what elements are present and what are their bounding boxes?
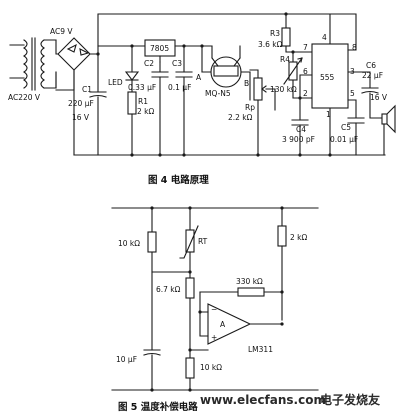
opamp-label: A (220, 320, 226, 329)
sensor-label: MQ-N5 (205, 89, 231, 98)
pin-1: 1 (326, 110, 331, 119)
watermark-brand: 电子发烧友 (320, 392, 380, 407)
comparator-label: LM311 (248, 345, 273, 354)
resistor-6k7 (185, 277, 195, 299)
pin-2: 2 (303, 89, 308, 98)
c4-value: 3 900 pF (282, 135, 315, 144)
c6-voltage: 16 V (370, 93, 388, 102)
regulator-label: 7805 (150, 44, 169, 53)
c5-value: 0.01 μF (330, 135, 358, 144)
c1-name: C1 (82, 85, 92, 94)
r-bottom-label: 10 kΩ (200, 363, 222, 372)
c1-value: 220 μF (68, 99, 94, 108)
opamp-minus: − (211, 305, 217, 314)
bridge-rectifier (55, 37, 91, 91)
sensor-pin-b: B (244, 79, 249, 88)
r-right-label: 2 kΩ (290, 233, 307, 242)
figure-4-circuit: AC220 V AC9 V C1 220 μF 16 V 7805 (8, 12, 396, 157)
c5-name: C5 (341, 123, 351, 132)
c6-name: C6 (366, 61, 376, 70)
cap-label: 10 μF (116, 355, 137, 364)
pin-5: 5 (350, 89, 355, 98)
pin-7: 7 (303, 43, 308, 52)
watermark-site: www.elecfans.com (200, 393, 326, 407)
rp-value: 2.2 kΩ (228, 113, 253, 122)
resistor-10k-top (147, 231, 157, 253)
c4-name: C4 (296, 125, 306, 134)
potentiometer-rp (253, 77, 263, 101)
pin-6: 6 (303, 67, 308, 76)
rp-name: Rp (245, 103, 255, 112)
r1-name: R1 (138, 97, 148, 106)
r4-value: 130 kΩ (270, 85, 297, 94)
r3-name: R3 (270, 29, 280, 38)
resistor-10k-bottom (185, 357, 195, 379)
transformer (9, 37, 57, 91)
watermark: www.elecfans.com 电子发烧友 (200, 392, 380, 407)
comparator-lm311 (207, 303, 252, 345)
timer-label: 555 (320, 73, 335, 82)
gas-sensor-mq-n5 (201, 45, 251, 88)
c2-value: 0.33 μF (128, 83, 156, 92)
r3-value: 3.6 kΩ (258, 40, 283, 49)
c2-name: C2 (144, 59, 154, 68)
figure-5-circuit: 10 kΩ RT 6.7 kΩ 2 kΩ A − + LM311 330 kΩ (111, 206, 319, 392)
secondary-label: AC9 V (50, 27, 73, 36)
r-top-left-label: 10 kΩ (118, 239, 140, 248)
opamp-plus: + (211, 333, 217, 342)
capacitor-c1 (89, 53, 107, 156)
resistor-330k (237, 287, 265, 297)
r-mid-label: 6.7 kΩ (156, 285, 181, 294)
r1-value: 2 kΩ (137, 107, 154, 116)
r4-name: R4 (280, 55, 290, 64)
c1-voltage: 16 V (72, 113, 90, 122)
rt-label: RT (198, 237, 208, 246)
c3-value: 0.1 μF (168, 83, 191, 92)
resistor-r1 (127, 91, 137, 115)
resistor-2k (277, 225, 287, 247)
thermistor-rt (185, 229, 195, 253)
pin-8: 8 (352, 43, 357, 52)
figure-4-caption: 图 4 电路原理 (148, 174, 209, 186)
c6-value: 22 μF (362, 71, 383, 80)
r-feedback-label: 330 kΩ (236, 277, 263, 286)
c3-name: C3 (172, 59, 182, 68)
figure-5-caption: 图 5 温度补偿电路 (118, 401, 198, 413)
led-label: LED (108, 78, 123, 87)
mains-label: AC220 V (8, 93, 41, 102)
resistor-r3 (281, 27, 291, 47)
sensor-pin-a: A (196, 73, 202, 82)
pin-4: 4 (322, 33, 327, 42)
